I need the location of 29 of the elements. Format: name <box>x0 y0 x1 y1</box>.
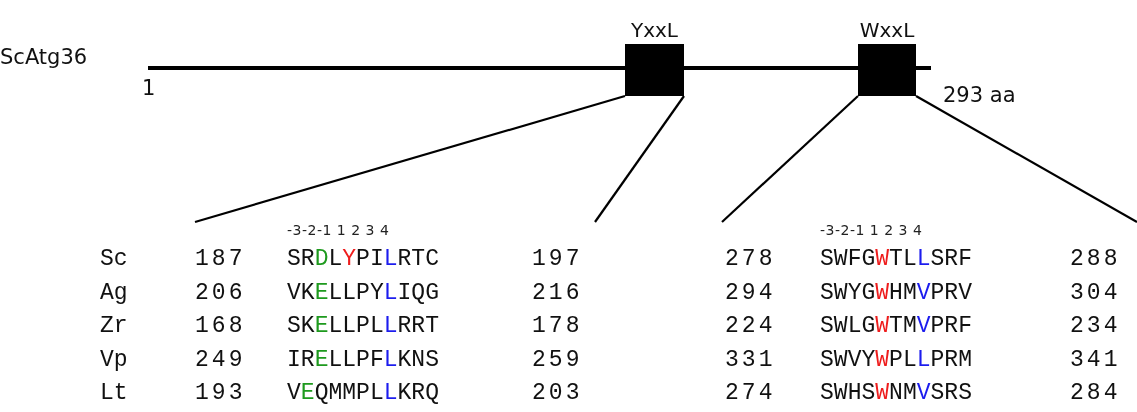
sequence: IRELLPFLKNS <box>287 346 439 373</box>
zoom-line <box>721 95 859 223</box>
protein-name: ScAtg36 <box>0 45 88 69</box>
zoom-line <box>594 95 685 223</box>
sequence: SWFGWTLLSRF <box>820 246 972 272</box>
start-position: 249 <box>195 346 246 373</box>
zoom-line <box>194 94 626 224</box>
start-position: 1 <box>142 76 156 100</box>
sequence: VKELLPYLIQG <box>287 279 439 306</box>
species-name: Ag <box>100 279 128 306</box>
species-name: Vp <box>100 346 128 373</box>
protein-length: 293 aa <box>943 83 1016 107</box>
sequence: SKELLPLLRRT <box>287 313 439 339</box>
position-numbers: -3-2-1 1 2 3 4 <box>287 222 390 238</box>
sequence: SWYGWHMVPRV <box>820 279 972 306</box>
species-name: Sc <box>100 246 128 272</box>
sequence: SWLGWTMVPRF <box>820 313 972 339</box>
position-numbers: -3-2-1 1 2 3 4 <box>820 222 923 238</box>
sequence: VEQMMPLLKRQ <box>287 380 439 406</box>
species-name: Zr <box>100 313 128 339</box>
end-position: 341 <box>1070 346 1121 373</box>
motif-label: YxxL <box>631 18 678 42</box>
species-name: Lt <box>100 380 128 406</box>
zoom-line <box>915 95 1137 223</box>
motif-label: WxxL <box>859 18 915 42</box>
end-position: 216 <box>532 279 583 306</box>
sequence: SWVYWPLLPRM <box>820 346 972 373</box>
sequence: SRDLYPILRTC <box>287 246 439 272</box>
sequence: SWHSWNMVSRS <box>820 380 972 406</box>
